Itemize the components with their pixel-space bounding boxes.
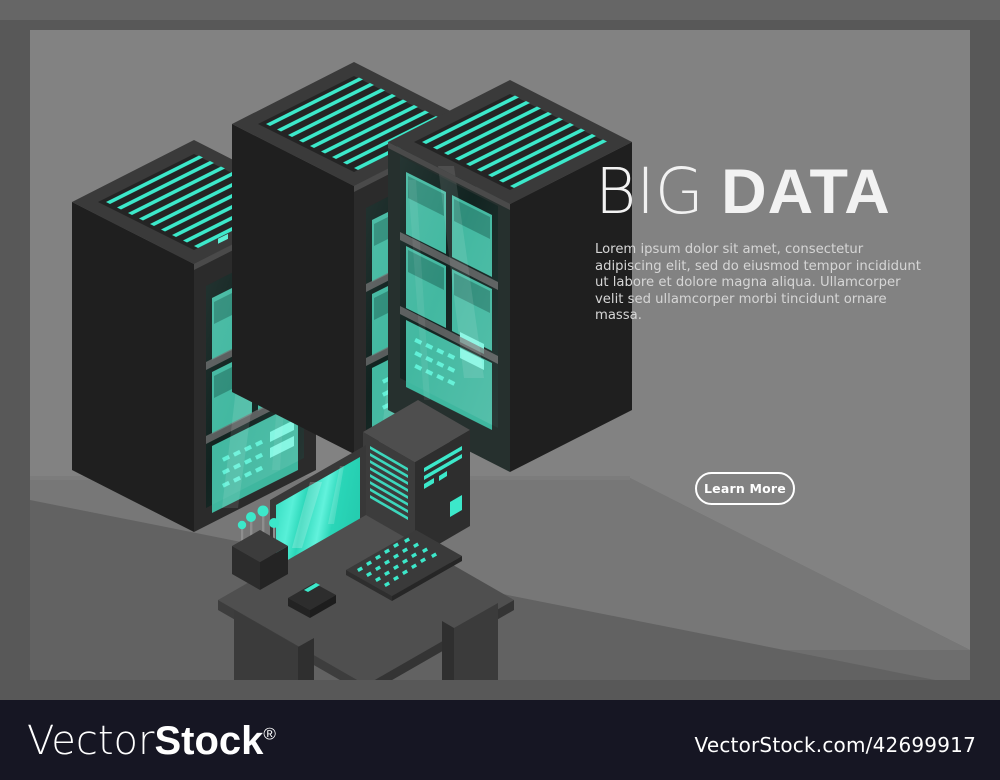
logo-bold-word: Stock [154,719,264,763]
learn-more-label: Learn More [704,481,786,496]
title-light-word: BIG [595,155,704,228]
room-floor [30,476,970,680]
desk [218,515,514,680]
body-paragraph: Lorem ipsum dolor sit amet, consectetur … [595,242,921,323]
logo-light-word: Vector [27,718,155,764]
pc-tower [363,400,470,558]
learn-more-button[interactable]: Learn More [695,472,795,505]
watermark-bar: VectorStock® VectorStock.com/42699917 [0,700,1000,780]
page-title: BIG DATA [595,160,925,224]
registered-mark-icon: ® [263,724,276,744]
server-rack-left [72,140,316,532]
title-bold-word: DATA [721,157,891,227]
copy-block: BIG DATA Lorem ipsum dolor sit amet, con… [595,160,925,338]
pen-holder [232,505,288,590]
vectorstock-logo: VectorStock® [27,718,276,764]
keyboard [346,530,462,601]
illustration-scene: BIG DATA Lorem ipsum dolor sit amet, con… [30,30,970,680]
workstation-desk [218,400,514,680]
mouse [288,583,336,618]
monitor [270,445,366,598]
watermark-url: VectorStock.com/42699917 [694,733,976,757]
isometric-server-room-illustration [30,62,970,680]
server-rack-center [232,62,476,454]
